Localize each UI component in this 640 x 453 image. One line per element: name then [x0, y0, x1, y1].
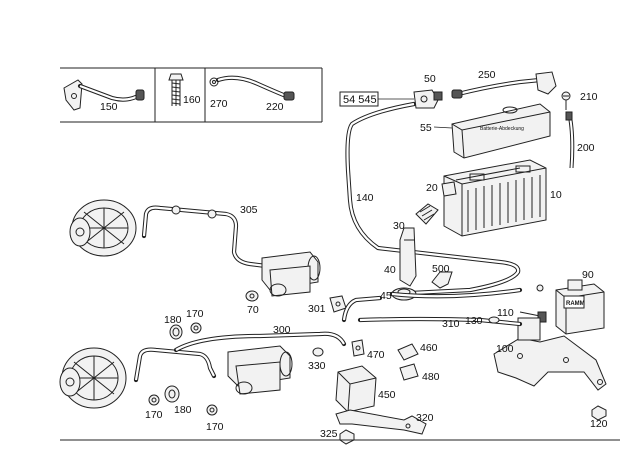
- cover-450-part[interactable]: [335, 365, 377, 413]
- eyelet-cable-part[interactable]: [209, 75, 295, 101]
- nut-120-part[interactable]: [591, 405, 607, 421]
- washer-170-right-part[interactable]: [206, 404, 218, 416]
- callout-480: 480: [422, 371, 440, 383]
- washer-170-left-part[interactable]: [148, 394, 160, 406]
- callout-220: 220: [266, 101, 284, 113]
- callout-20: 20: [426, 182, 438, 194]
- callout-325: 325: [320, 428, 338, 440]
- callout-90: 90: [582, 269, 594, 281]
- callout-170-right: 170: [206, 421, 224, 433]
- washer-70-part[interactable]: [245, 290, 259, 302]
- callout-120: 120: [590, 418, 608, 430]
- terminal-20-part[interactable]: [441, 181, 457, 197]
- callout-320: 320: [416, 412, 434, 424]
- battery-cover-text: Batterie-Abdeckung: [480, 126, 524, 132]
- terminal-clamp-part[interactable]: [413, 89, 443, 109]
- connector-460-part[interactable]: [397, 343, 419, 361]
- callout-250: 250: [478, 69, 496, 81]
- connector-480-part[interactable]: [399, 363, 419, 381]
- battery-cable-140[interactable]: [345, 101, 521, 297]
- callout-270: 270: [210, 98, 228, 110]
- alternator-upper-part[interactable]: [69, 199, 137, 257]
- starter-upper-part[interactable]: [261, 251, 321, 297]
- callout-470: 470: [367, 349, 385, 361]
- top-cable-250[interactable]: [451, 71, 557, 99]
- bracket-320-part[interactable]: [335, 409, 427, 435]
- cable-300-part[interactable]: [133, 295, 383, 383]
- callout-460: 460: [420, 342, 438, 354]
- starter-lower-part[interactable]: [227, 345, 293, 395]
- bolt-part[interactable]: [168, 73, 184, 106]
- fuse-box-part[interactable]: RAMM: [555, 279, 605, 335]
- connector-301-part[interactable]: [329, 295, 347, 313]
- battery-part[interactable]: [443, 159, 547, 237]
- cable-310-part[interactable]: [357, 284, 544, 327]
- sleeve-180-upper-part[interactable]: [169, 324, 183, 340]
- callout-160: 160: [183, 94, 201, 106]
- reference-box-label: 54 545: [343, 94, 377, 106]
- callout-301: 301: [308, 303, 326, 315]
- callout-170-upper: 170: [186, 308, 204, 320]
- terminal-470-part[interactable]: [351, 339, 365, 357]
- bracket-500-part[interactable]: [431, 271, 453, 289]
- vent-tube-200[interactable]: [565, 111, 575, 169]
- ground-strap-part[interactable]: [63, 79, 145, 111]
- callout-100: 100: [496, 343, 514, 355]
- battery-cover-part[interactable]: Batterie-Abdeckung: [451, 103, 551, 159]
- sleeve-180-lower-part[interactable]: [164, 385, 180, 403]
- callout-55: 55: [420, 122, 432, 134]
- fuse-box-brand: RAMM: [566, 301, 585, 307]
- alternator-lower-part[interactable]: [59, 347, 127, 409]
- callout-30: 30: [393, 220, 405, 232]
- callout-40: 40: [384, 264, 396, 276]
- screw-210-part[interactable]: [561, 91, 571, 110]
- nut-325-part[interactable]: [339, 429, 355, 445]
- callout-110: 110: [497, 307, 514, 319]
- washer-170-upper-part[interactable]: [190, 322, 202, 334]
- callout-170-left: 170: [145, 409, 163, 421]
- callout-180-upper: 180: [164, 314, 182, 326]
- cable-305-part[interactable]: [141, 205, 269, 269]
- callout-305: 305: [240, 204, 258, 216]
- callout-300: 300: [273, 324, 291, 336]
- inset-box: [60, 67, 323, 123]
- callout-200: 200: [577, 142, 595, 154]
- callout-150: 150: [100, 101, 118, 113]
- washer-130-part[interactable]: [488, 316, 500, 324]
- callout-70: 70: [247, 304, 259, 316]
- callout-500: 500: [432, 263, 450, 275]
- callout-50: 50: [424, 73, 436, 85]
- hose-30-40-part[interactable]: [399, 203, 439, 287]
- callout-10: 10: [550, 189, 562, 201]
- callout-140: 140: [356, 192, 374, 204]
- callout-330: 330: [308, 360, 326, 372]
- callout-130: 130: [465, 315, 483, 327]
- callout-310: 310: [442, 318, 460, 330]
- callout-450: 450: [378, 389, 396, 401]
- reference-box: 54 545: [339, 91, 414, 107]
- nut-330-part[interactable]: [312, 347, 324, 357]
- cable-110-part[interactable]: [519, 311, 547, 323]
- callout-180-lower: 180: [174, 404, 192, 416]
- callout-210: 210: [580, 91, 598, 103]
- callout-45: 45: [380, 290, 392, 302]
- mounting-bracket-100[interactable]: [493, 317, 607, 391]
